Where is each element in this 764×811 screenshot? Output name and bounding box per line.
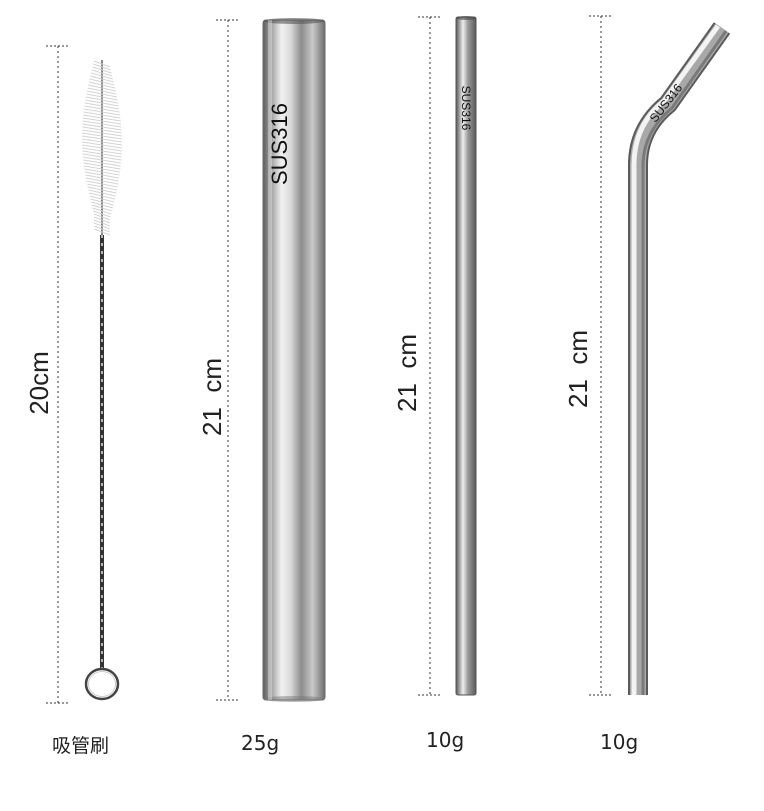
wide-straw-caption: 25g [241,731,280,755]
brush-bristle [84,105,120,113]
brush-bristle [91,204,113,212]
brush-bristle [84,102,120,110]
brush-bristle [82,129,122,137]
brush-bristle [89,78,115,86]
brush-bristle [90,198,114,206]
brush-bristles [81,60,123,236]
bent-straw [628,22,731,695]
brush-bristle [82,153,122,161]
brush-bristle [90,72,114,80]
wide-straw-engraving: SUS316 [267,103,292,185]
brush-bristle [85,174,119,182]
brush-bristle [93,210,111,218]
brush-bristle [86,93,118,101]
brush-bristle [87,183,117,191]
brush-bristle [93,222,111,230]
brush-bristle [93,216,111,224]
brush-bristle [84,171,120,179]
brush-bristle [82,126,122,134]
brush-bristle [86,180,118,188]
brush-bristle [83,111,121,119]
brush-bristle [88,192,116,200]
dimension-line-wide-straw [216,19,240,701]
bent-straw-caption: 10g [600,730,639,754]
brush-caption: 吸管刷 [52,735,110,757]
brush-bristle [82,147,122,155]
brush-bristle [92,207,112,215]
brush-bristle [84,168,120,176]
brush-bristle [90,75,114,83]
brush-bristle [81,135,123,143]
thin-straw-caption: 10g [426,728,465,752]
brush-bristle [81,141,123,149]
brush-bristle [93,228,111,236]
brush-bristle [82,144,122,152]
dimension-line-thin-straw [418,16,442,696]
brush-bristle [83,114,121,122]
bent-straw-length-label: 21 cm [563,329,593,409]
brush-length-label: 20cm [24,351,54,415]
brush-bristle [85,96,119,104]
brush-bristle [93,213,111,221]
dimension-line-bent-straw [589,15,613,696]
brush-bristle [89,195,115,203]
brush-bristle [82,117,122,125]
brush-bristle [83,108,121,116]
brush-bristle [82,120,122,128]
thin-straw [455,16,477,696]
brush-bristle [83,159,121,167]
wide-straw [262,18,326,702]
brush-bristle [81,138,123,146]
cleaning-brush [81,60,123,701]
brush-bristle [81,132,123,140]
brush-bristle [92,66,112,74]
brush-bristle [86,90,118,98]
brush-bristle [83,165,121,173]
brush-bristle [93,225,111,233]
brush-bristle [91,69,113,77]
brush-bristle [82,156,122,164]
wide-straw-length-label: 21 cm [197,357,227,437]
thin-straw-length-label: 21 cm [392,333,422,413]
brush-bristle [88,84,116,92]
brush-bristle [82,150,122,158]
dimension-line-brush [46,45,70,704]
brush-bristle [85,177,119,185]
brush-bristle [87,87,117,95]
brush-bristle [88,189,116,197]
brush-bristle [88,81,116,89]
brush-bristle [83,162,121,170]
brush-bristle [85,99,119,107]
brush-bristle [90,201,114,209]
brush-bristle [82,123,122,131]
brush-bristle [87,186,117,194]
brush-bristle [93,63,111,71]
brush-bristle [93,60,111,68]
thin-straw-engraving: SUS316 [459,85,473,131]
brush-bristle [93,219,111,227]
brush-loop [84,667,120,701]
